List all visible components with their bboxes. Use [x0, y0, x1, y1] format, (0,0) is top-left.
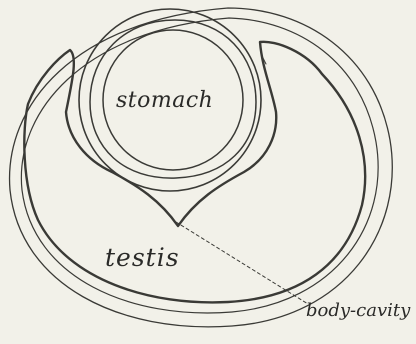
- body-cavity-label: body-cavity: [306, 302, 410, 320]
- stomach-label: stomach: [116, 90, 213, 112]
- body-cavity-leader-line: [176, 222, 308, 304]
- outer-body-wall: [10, 8, 393, 327]
- testis-boundary: [24, 42, 365, 303]
- testis-label: testis: [105, 245, 180, 270]
